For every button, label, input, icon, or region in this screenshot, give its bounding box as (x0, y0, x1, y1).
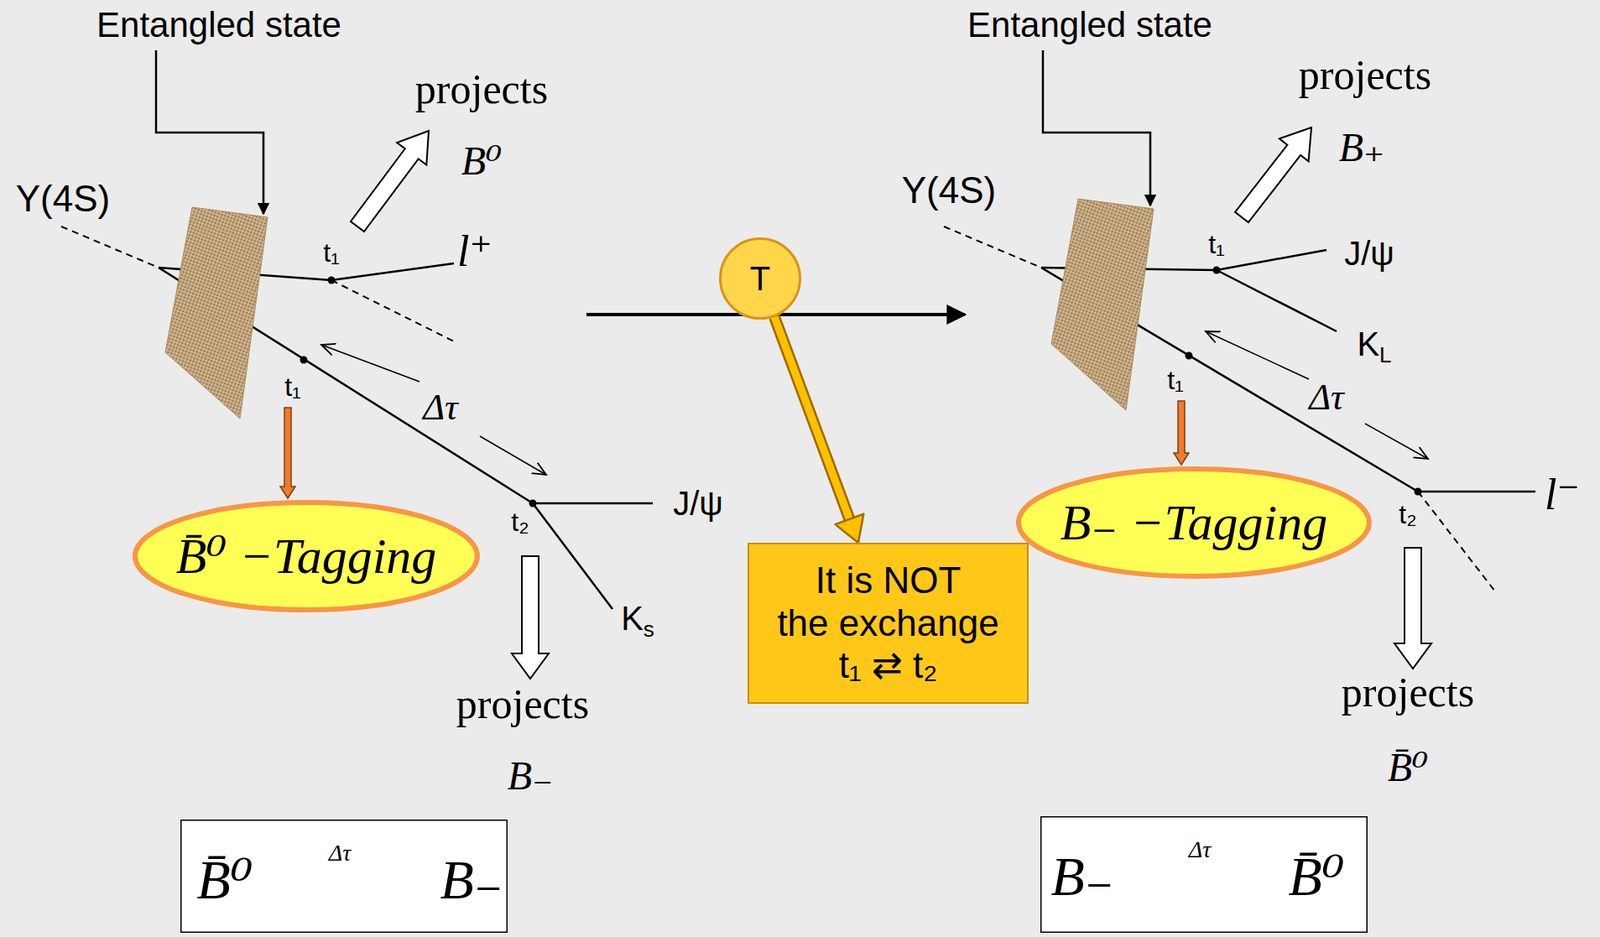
entanglement-patch (165, 207, 268, 419)
transform-arrow (774, 317, 864, 543)
decay-track (1417, 490, 1536, 494)
pointer-line (156, 50, 264, 214)
time-label: t₁ (284, 372, 302, 402)
vertex-dot (300, 356, 308, 365)
tag-arrow (280, 407, 296, 499)
projection-arrow (1394, 547, 1432, 669)
node-text: It is NOT the exchange t₁ ⇄ t₂ (776, 559, 999, 688)
state-symbol: B₋ (507, 754, 554, 799)
interval-arrow (1205, 331, 1309, 380)
formula-text: Δτ (328, 839, 351, 867)
formula-text: B̄⁰ (1288, 844, 1345, 909)
node-text: T (750, 259, 771, 298)
node-outline (748, 543, 1028, 704)
vertex-dot (1185, 352, 1194, 360)
operator-circle: T (719, 237, 802, 320)
lepton-label: l⁺ (457, 227, 493, 276)
time-label: t₂ (510, 507, 529, 537)
lepton-label: l⁻ (1544, 470, 1580, 519)
particle-label: KL (1356, 325, 1392, 367)
decay-track (532, 503, 613, 610)
particle-label: J/ψ (1344, 234, 1395, 272)
time-label: t₁ (1167, 365, 1184, 396)
formula-box: B̄⁰ Δτ B₋ (180, 819, 508, 933)
time-label: t₂ (1398, 500, 1417, 530)
state-symbol: B₊ (1339, 125, 1386, 171)
annotation: Entangled state (967, 5, 1213, 45)
vertex-dot (1213, 266, 1221, 275)
text-line: the exchange (776, 602, 999, 646)
projects-note: projects (415, 66, 548, 113)
projection-arrow (350, 130, 429, 232)
projects-note: projects (1298, 52, 1432, 99)
time-label: t₁ (1208, 229, 1225, 260)
formula-text: Δτ (1188, 836, 1211, 864)
decay-track (1216, 250, 1327, 271)
note-box: It is NOT the exchange t₁ ⇄ t₂ (747, 542, 1029, 704)
node-outline (720, 239, 801, 319)
subscript: s (643, 616, 655, 642)
tagging-ellipse: B₋ −Tagging (1016, 466, 1372, 579)
state-symbol: B̄⁰ (1387, 745, 1429, 791)
interval-arrow (1365, 423, 1429, 459)
time-label: t₁ (323, 238, 340, 268)
vertex-dot (328, 276, 336, 285)
resonance-label: Y(4S) (901, 170, 996, 211)
entanglement-patch (1051, 198, 1154, 411)
projection-arrow (1235, 127, 1312, 223)
node-outline (1041, 817, 1368, 933)
text-line: t₁ ⇄ t₂ (776, 644, 999, 688)
state-symbol: B⁰ (461, 139, 503, 184)
projection-arrow (511, 556, 549, 679)
tagging-ellipse: B̄⁰ −Tagging (132, 500, 480, 613)
formula-text: B₋ (1050, 844, 1114, 909)
formula-text: B₋ (439, 848, 503, 913)
tag-arrow (1173, 401, 1189, 465)
node-outline (135, 502, 478, 610)
interval-arrow (479, 436, 547, 475)
arrow-head (835, 514, 865, 543)
decay-track (331, 263, 454, 281)
vertex-dot (529, 500, 537, 508)
particle-label: Ks (620, 599, 655, 642)
decay-track (532, 502, 653, 506)
pointer-line (1042, 50, 1151, 206)
arrow-outline (774, 317, 850, 522)
node-outline (181, 820, 508, 933)
interval-label: Δτ (1308, 377, 1345, 418)
decay-track (1216, 270, 1337, 332)
annotation: Entangled state (96, 5, 342, 45)
node-outline (1018, 469, 1370, 577)
interval-arrow (321, 344, 420, 382)
projects-note: projects (456, 681, 589, 728)
node-text: B₋ −Tagging (1060, 494, 1328, 553)
decay-track (331, 280, 454, 342)
node-text: B̄⁰ −Tagging (176, 527, 438, 586)
beam-line (61, 226, 159, 268)
text-line: It is NOT (776, 559, 999, 603)
formula-text: B̄⁰ (197, 848, 254, 913)
projects-note: projects (1341, 669, 1475, 716)
decay-track (1417, 491, 1496, 592)
beam-line (943, 226, 1042, 268)
vertex-dot (1414, 488, 1423, 496)
arrow-shaft (774, 317, 850, 522)
particle-label: J/ψ (672, 484, 724, 522)
resonance-label: Y(4S) (15, 178, 110, 219)
formula-box: B₋ Δτ B̄⁰ (1040, 816, 1368, 933)
interval-label: Δτ (422, 387, 459, 428)
subscript: L (1379, 342, 1392, 368)
